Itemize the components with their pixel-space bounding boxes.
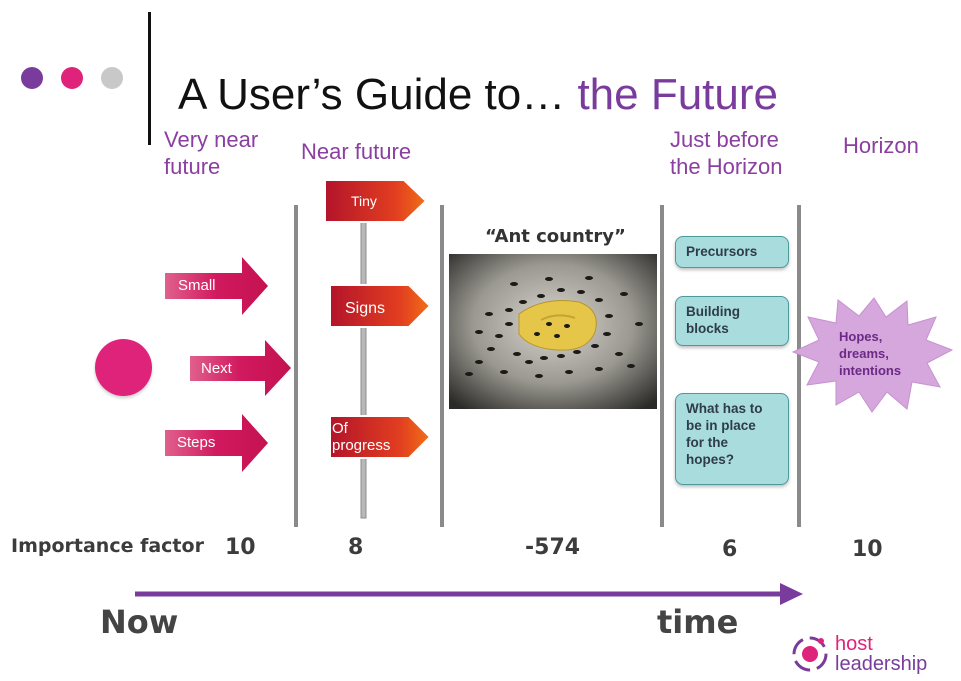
hopes-line1: Hopes, — [839, 329, 883, 344]
label-just-before-line1: Just before — [670, 127, 779, 152]
ant-photo — [449, 254, 657, 409]
arrow-graphics — [165, 257, 291, 472]
box-what-has-to: What has to be in place for the hopes? — [675, 393, 789, 485]
signpost-graphic — [324, 179, 432, 519]
label-very-near-line1: Very near — [164, 127, 259, 152]
divider-2 — [440, 205, 444, 527]
arrow-label-steps: Steps — [177, 434, 216, 451]
sign-label-progress: Of progress — [332, 420, 390, 454]
sign-label-tiny: Tiny — [351, 193, 377, 209]
logo-line2: leadership — [835, 653, 928, 675]
box-what-line1: What has to — [686, 401, 763, 416]
timeline-now: Now — [100, 603, 179, 641]
arrow-steps-shape — [165, 414, 268, 472]
now-circle — [95, 339, 152, 396]
arrow-label-small: Small — [178, 277, 216, 294]
importance-label: Importance factor — [11, 535, 204, 557]
hopes-star — [791, 297, 954, 413]
ants — [465, 276, 643, 378]
timeline-arrow — [135, 583, 803, 605]
logo-text: host leadership — [835, 634, 927, 674]
box-what-line4: hopes? — [686, 452, 735, 467]
label-very-near-line2: future — [164, 154, 221, 179]
label-just-before-horizon: Just before the Horizon — [670, 126, 783, 180]
sign-progress-shape — [329, 415, 432, 459]
sign-tiny-shape — [324, 179, 428, 223]
arrow-next-shape — [190, 340, 291, 396]
box-building-line2: blocks — [686, 321, 729, 336]
importance-value-1: 10 — [225, 535, 256, 560]
hopes-line2: dreams, — [839, 346, 889, 361]
divider-4 — [797, 205, 801, 527]
arrow-label-next: Next — [201, 360, 232, 377]
hopes-text: Hopes, dreams, intentions — [839, 328, 901, 379]
logo-line1: host — [835, 633, 873, 655]
header-divider — [148, 12, 151, 145]
title-accent: the Future — [577, 70, 778, 119]
importance-value-5: 10 — [852, 537, 883, 562]
header-dot-purple — [21, 67, 43, 89]
header-dot-magenta — [61, 67, 83, 89]
importance-value-4: 6 — [722, 537, 738, 562]
arrow-small-shape — [165, 257, 268, 315]
box-what-line2: be in place — [686, 418, 756, 433]
box-what-line3: for the — [686, 435, 728, 450]
host-leadership-logo-icon — [792, 636, 828, 672]
title-main: A User’s Guide to… — [178, 70, 578, 119]
divider-1 — [294, 205, 298, 527]
box-precursors: Precursors — [675, 236, 789, 268]
importance-value-3: -574 — [525, 535, 581, 560]
timeline-time: time — [657, 603, 739, 641]
sign-signs-shape — [329, 284, 432, 328]
box-building-line1: Building — [686, 304, 740, 319]
divider-3 — [660, 205, 664, 527]
sign-label-progress-line1: Of — [332, 420, 348, 437]
sign-label-progress-line2: progress — [332, 437, 391, 454]
signpost-pole — [360, 219, 367, 519]
label-very-near-future: Very near future — [164, 126, 258, 180]
food-piece — [518, 300, 597, 351]
header-dot-gray — [101, 67, 123, 89]
hopes-line3: intentions — [839, 363, 902, 378]
label-just-before-line2: the Horizon — [670, 154, 783, 179]
importance-value-2: 8 — [348, 535, 364, 560]
ant-caption: “Ant country” — [485, 226, 626, 247]
box-building-blocks: Building blocks — [675, 296, 789, 346]
label-horizon: Horizon — [843, 133, 919, 158]
sign-label-signs: Signs — [345, 300, 386, 317]
label-near-future: Near future — [301, 139, 412, 164]
page-title: A User’s Guide to… the Future — [178, 70, 778, 120]
